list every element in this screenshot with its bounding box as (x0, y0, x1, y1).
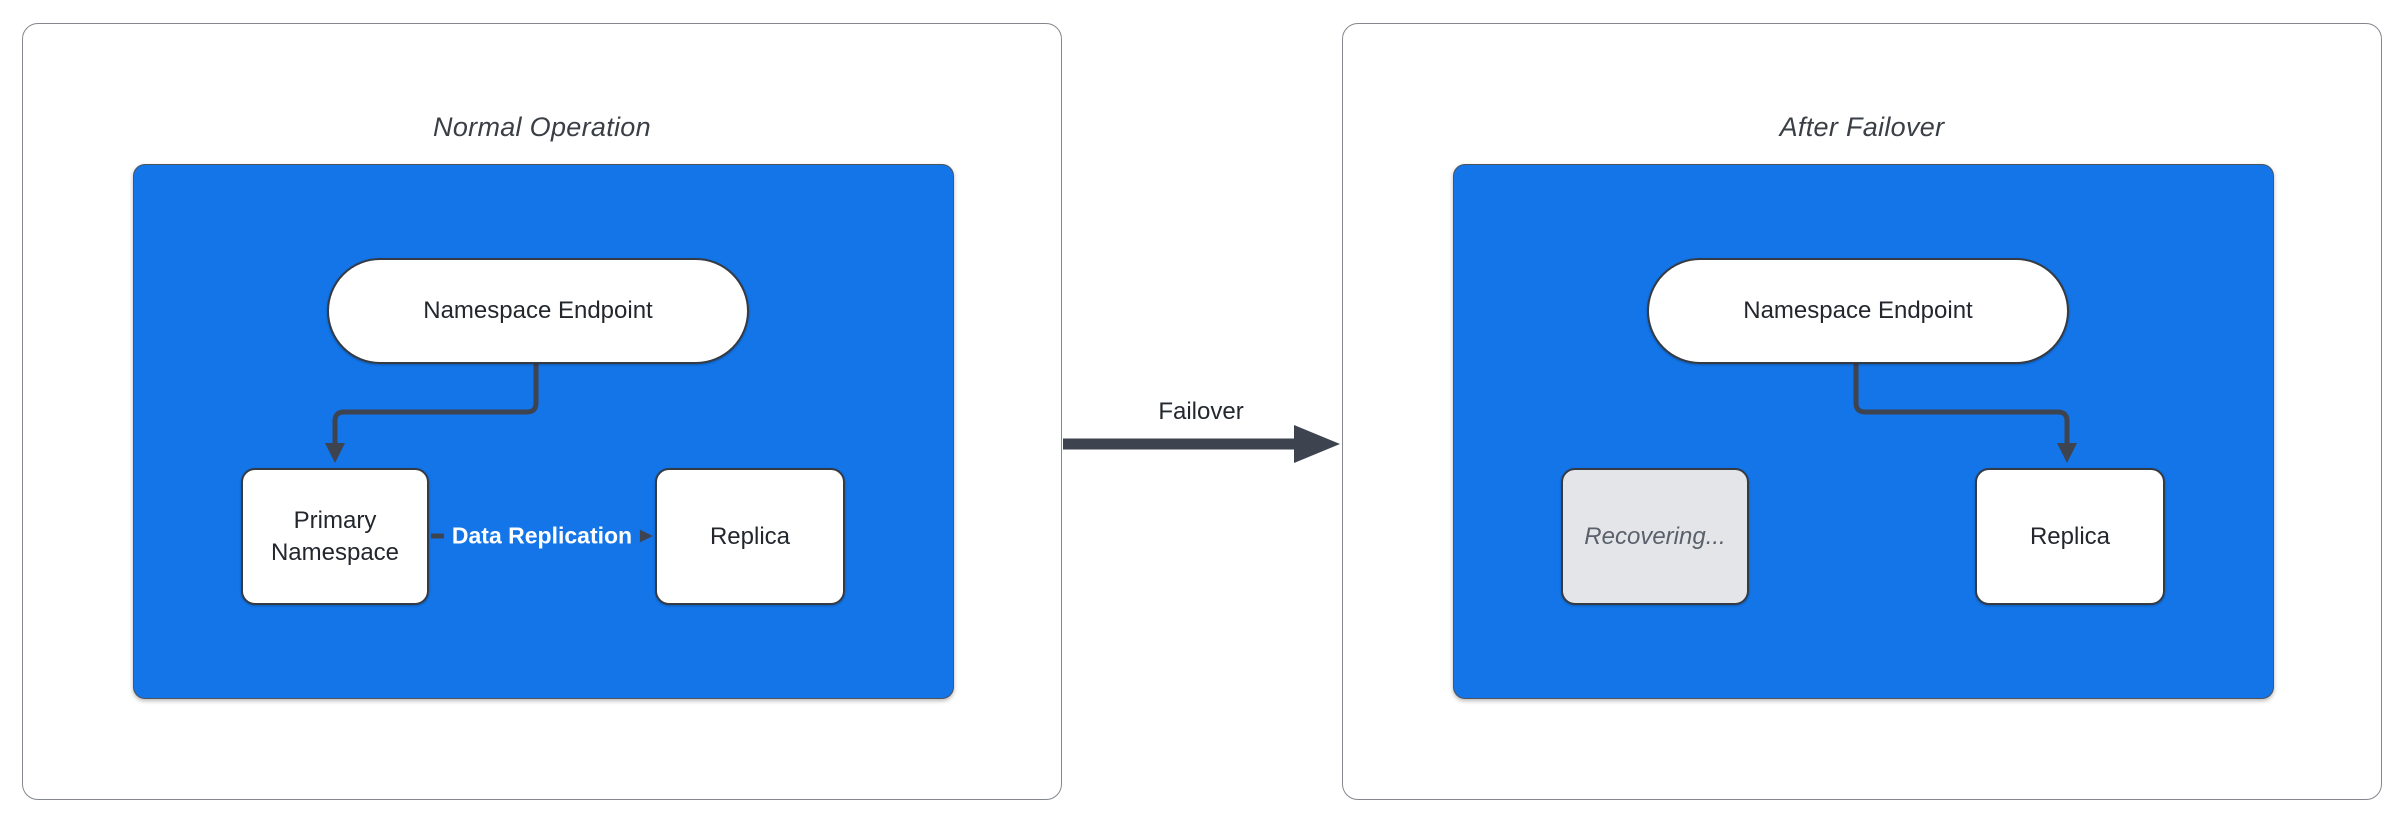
primary-namespace-label: Primary Namespace (270, 507, 400, 566)
namespace-endpoint-label: Namespace Endpoint (423, 297, 653, 325)
namespace-endpoint-node-failover: Namespace Endpoint (1647, 258, 2069, 364)
replica-node-normal: Replica (655, 468, 845, 605)
panel-after-failover: After Failover Namespace Endpoint Recove… (1342, 23, 2382, 800)
replica-label-normal: Replica (709, 522, 791, 550)
recovering-label: Recovering... (1584, 522, 1726, 550)
namespace-endpoint-node: Namespace Endpoint (327, 258, 749, 364)
failover-arrow-label: Failover (1152, 398, 1250, 426)
panel-title-after-failover: After Failover (1779, 112, 1945, 142)
panel-normal-operation: Normal Operation Namespace Endpoint Prim… (22, 23, 1062, 800)
data-replication-edge-label: Data Replication (443, 519, 641, 553)
replica-label-failover: Replica (2029, 522, 2111, 550)
panel-title-normal-operation: Normal Operation (433, 112, 651, 142)
recovering-node: Recovering... (1561, 468, 1749, 605)
primary-namespace-node: Primary Namespace (241, 468, 429, 605)
namespace-container-normal: Namespace Endpoint Primary Namespace Rep… (133, 164, 954, 699)
failover-arrow (1063, 425, 1340, 463)
namespace-container-failover: Namespace Endpoint Recovering... Replica (1453, 164, 2274, 699)
namespace-endpoint-label-failover: Namespace Endpoint (1743, 297, 1973, 325)
arrowhead-right-icon (1294, 425, 1340, 463)
replica-node-failover: Replica (1975, 468, 2165, 605)
